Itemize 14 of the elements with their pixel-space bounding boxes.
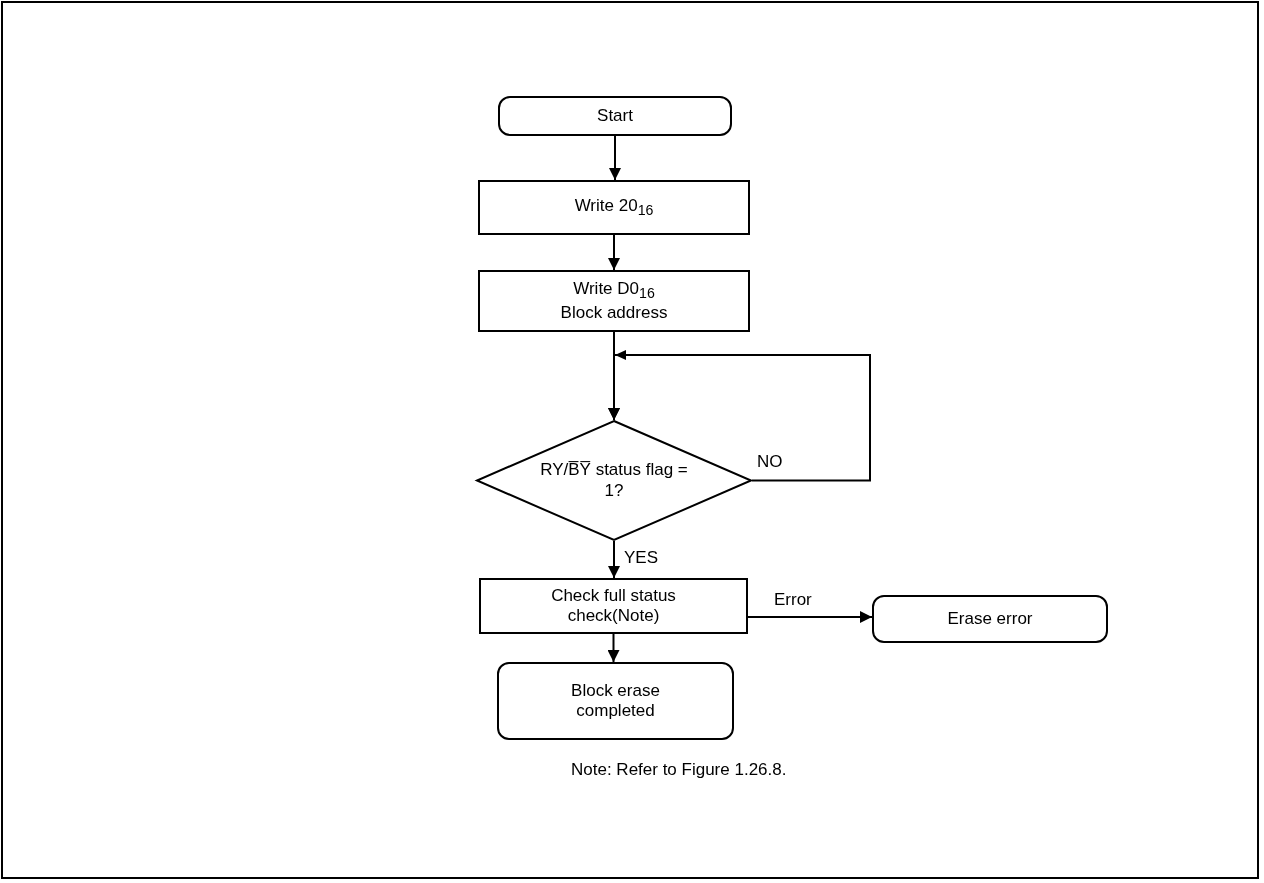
process-box bbox=[479, 578, 748, 634]
caption: Note: Refer to Figure 1.26.8. bbox=[571, 760, 787, 780]
node-text: Write D0$_{16}$ Block address bbox=[559, 279, 669, 323]
node-text: Start bbox=[597, 105, 633, 127]
end-terminal bbox=[497, 662, 734, 740]
start-terminal bbox=[498, 96, 732, 136]
node-text: Check full status check(Note) bbox=[550, 585, 677, 627]
node-text: Erase error bbox=[947, 608, 1033, 630]
node-text: RY/B̅Y̅ status flag = 1? bbox=[539, 460, 689, 501]
node-text: Block erase completed bbox=[570, 680, 661, 722]
process-box bbox=[478, 180, 750, 235]
node-text: Write 20$_{16}$ bbox=[574, 195, 654, 220]
end-terminal bbox=[872, 595, 1108, 643]
process-box bbox=[478, 270, 750, 332]
